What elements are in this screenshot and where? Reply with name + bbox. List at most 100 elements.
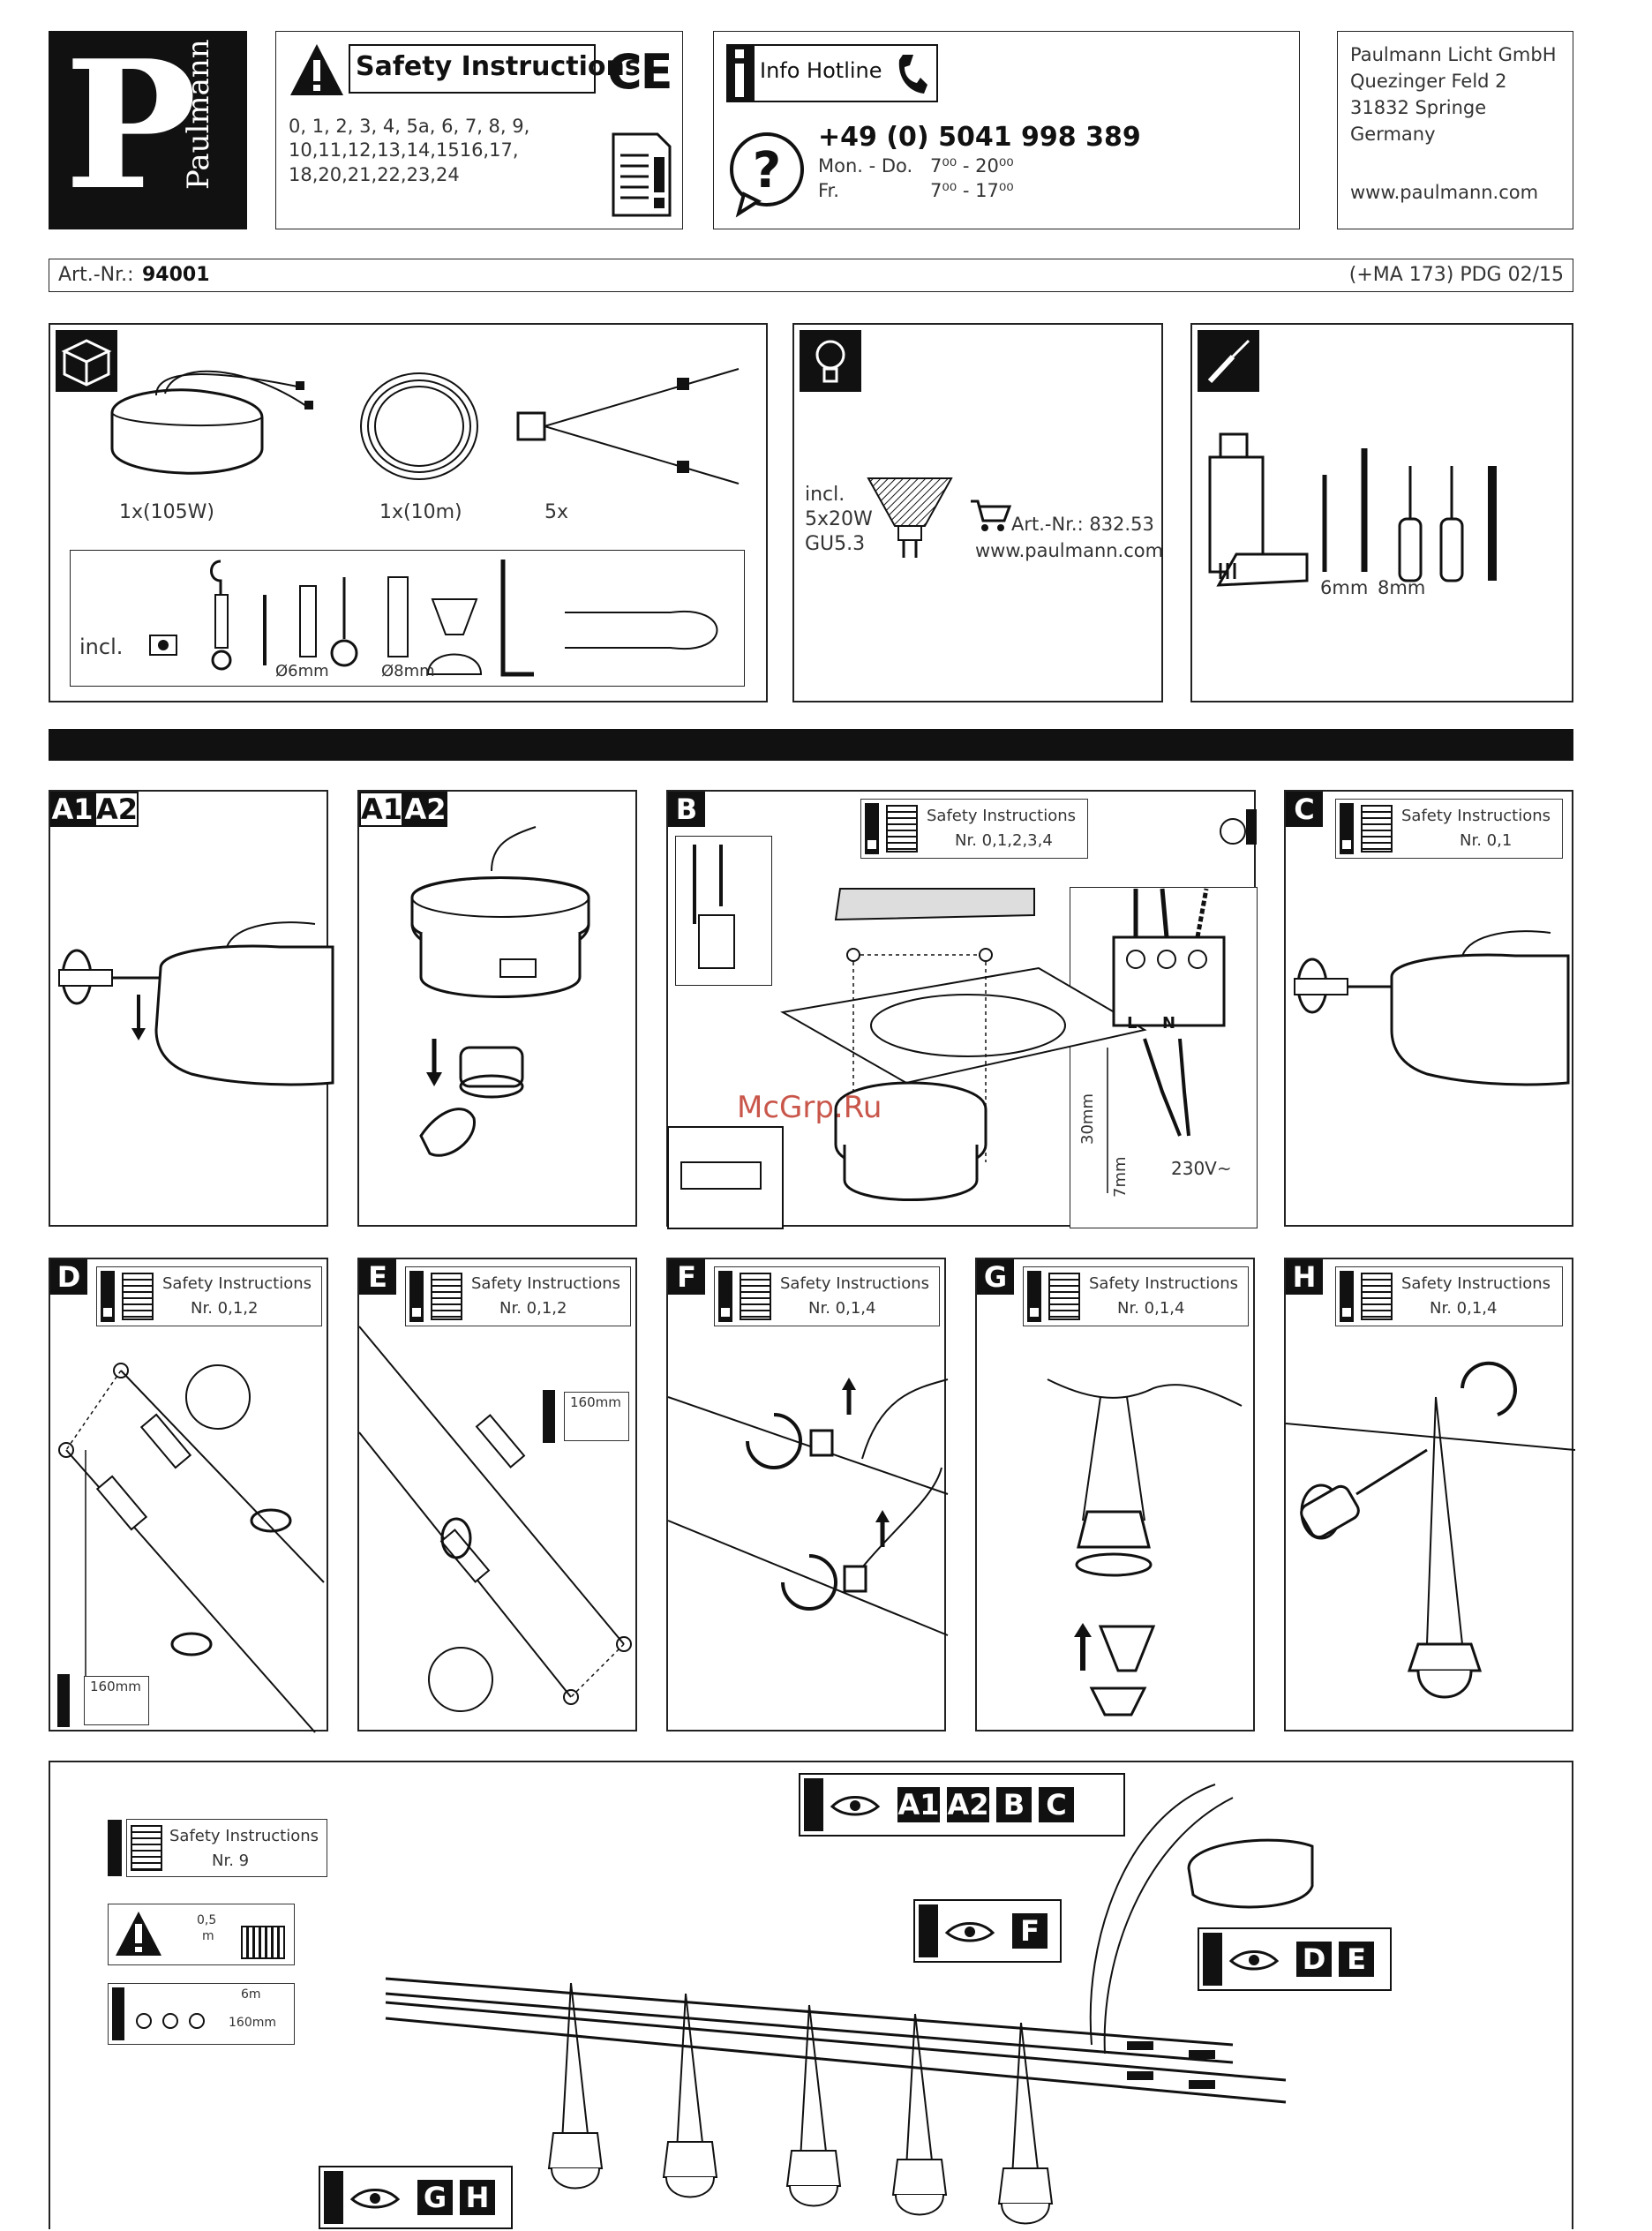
transformer-drawing bbox=[110, 370, 313, 475]
ce-mark: CE bbox=[607, 44, 673, 100]
step-d-safety-ref: Safety Instructions Nr. 0,1,2 bbox=[96, 1266, 322, 1326]
step-a1-drawing bbox=[58, 921, 334, 1086]
overview-si-nr: Nr. 9 bbox=[212, 1852, 250, 1870]
cart-icon bbox=[971, 500, 1012, 531]
step-b-7mm: 7mm bbox=[1111, 1156, 1130, 1198]
overview-distance-box: 0,5 m bbox=[108, 1904, 295, 1965]
lamp-incl: incl. bbox=[805, 484, 845, 506]
step-f-label: F bbox=[668, 1259, 705, 1295]
eye-icon bbox=[944, 1922, 995, 1942]
step-a1-label: A1 bbox=[50, 792, 94, 827]
step-b-si-title: Safety Instructions bbox=[927, 807, 1077, 825]
section-divider bbox=[49, 729, 1573, 761]
overview-ref-g: G bbox=[417, 2180, 453, 2215]
step-e-label: E bbox=[359, 1259, 396, 1295]
step-g-safety-ref: Safety Instructions Nr. 0,1,4 bbox=[1023, 1266, 1249, 1326]
step-f-si-title: Safety Instructions bbox=[780, 1274, 930, 1293]
step-c-si-title: Safety Instructions bbox=[1401, 807, 1551, 825]
package-contents-panel: 1x(105W) 1x(10m) 5x incl. Ø6mm Ø bbox=[49, 323, 768, 702]
step-h-safety-ref: Safety Instructions Nr. 0,1,4 bbox=[1335, 1266, 1563, 1326]
drill-8mm-label: 8mm bbox=[1378, 577, 1426, 598]
step-d-drawing bbox=[58, 1363, 325, 1733]
overview-ref-c: C bbox=[1039, 1787, 1074, 1822]
step-e-spacing-box: 160mm bbox=[564, 1392, 629, 1441]
step-b-terminal-n: N bbox=[1162, 1014, 1176, 1033]
overview-system-drawing bbox=[385, 1784, 1314, 2225]
box-icon bbox=[56, 330, 117, 392]
step-g-si-title: Safety Instructions bbox=[1089, 1274, 1239, 1293]
overview-ref-d: D bbox=[1296, 1942, 1332, 1977]
overview-ref-a1a2bc: A1 A2 B C bbox=[799, 1773, 1125, 1837]
article-bar: Art.-Nr.: 94001 (+MA 173) PDG 02/15 bbox=[49, 259, 1573, 292]
overview-dist-m: m bbox=[202, 1929, 214, 1943]
brand-logo: P Paulmann bbox=[49, 31, 247, 229]
eye-icon bbox=[349, 2189, 401, 2209]
step-d-label: D bbox=[50, 1259, 87, 1295]
overview-ref-de: D E bbox=[1198, 1927, 1392, 1991]
step-c-label: C bbox=[1286, 792, 1323, 827]
safety-title: Safety Instructions bbox=[356, 51, 641, 82]
step-b-voltage: 230V~ bbox=[1171, 1158, 1232, 1179]
logo-letter: P bbox=[64, 22, 198, 229]
step-b-panel: B Safety Instructions Nr. 0,1,2,3,4 L N … bbox=[666, 790, 1258, 1229]
step-e-si-title: Safety Instructions bbox=[471, 1274, 621, 1293]
step-c-drawing bbox=[1294, 930, 1570, 1086]
step-g-si-nr: Nr. 0,1,4 bbox=[1117, 1299, 1185, 1318]
step-f-panel: F Safety Instructions Nr. 0,1,4 bbox=[666, 1258, 949, 1731]
step-d-si-title: Safety Instructions bbox=[162, 1274, 312, 1293]
info-icon bbox=[726, 44, 753, 102]
drill-6mm-label: 6mm bbox=[1320, 577, 1369, 598]
step-a2-panel: A1 A2 bbox=[357, 790, 637, 1227]
step-c-panel: C Safety Instructions Nr. 0,1 bbox=[1284, 790, 1573, 1227]
overview-ref-a2: A2 bbox=[947, 1787, 989, 1822]
screwdriver-icon bbox=[1198, 330, 1259, 392]
step-e-si-nr: Nr. 0,1,2 bbox=[499, 1299, 567, 1318]
overview-ref-gh: G H bbox=[319, 2166, 513, 2229]
hotline-phone: +49 (0) 5041 998 389 bbox=[818, 122, 1141, 153]
logo-name: Paulmann bbox=[181, 39, 216, 190]
phone-icon bbox=[898, 55, 927, 94]
step-f-si-nr: Nr. 0,1,4 bbox=[808, 1299, 876, 1318]
lamp-art-number: Art.-Nr.: 832.53 bbox=[1011, 514, 1154, 535]
svg-text:?: ? bbox=[753, 142, 781, 199]
address-country: Germany bbox=[1350, 124, 1436, 145]
overview-ref-f: F bbox=[913, 1899, 1062, 1963]
step-g-label: G bbox=[977, 1259, 1014, 1295]
hotline-days-1: Mon. - Do. bbox=[818, 155, 913, 177]
cable-coil-drawing bbox=[360, 372, 478, 480]
eye-icon bbox=[830, 1796, 881, 1816]
overview-dist-05: 0,5 bbox=[197, 1913, 217, 1927]
dowel-6mm-label: Ø6mm bbox=[275, 662, 329, 680]
step-a2-drawing bbox=[410, 826, 590, 1157]
transformer-qty: 1x(105W) bbox=[119, 501, 214, 523]
dowel-8mm-label: Ø8mm bbox=[381, 662, 435, 680]
overview-ref-b: B bbox=[996, 1787, 1032, 1822]
info-hotline-box: Info Hotline ? +49 (0) 5041 998 389 Mon.… bbox=[713, 31, 1300, 229]
step-b-30mm: 30mm bbox=[1078, 1093, 1097, 1145]
step-c-safety-ref: Safety Instructions Nr. 0,1 bbox=[1335, 799, 1563, 859]
overview-si-title: Safety Instructions bbox=[169, 1827, 319, 1845]
step-e-drawing bbox=[358, 1326, 632, 1712]
overview-ref-a1: A1 bbox=[897, 1787, 940, 1822]
watermark: McGrp.Ru bbox=[737, 1090, 882, 1125]
address-web[interactable]: www.paulmann.com bbox=[1350, 182, 1539, 203]
overview-6m: 6m bbox=[241, 1987, 261, 2002]
step-d-panel: D Safety Instructions Nr. 0,1,2 160mm bbox=[49, 1258, 328, 1733]
address-box: Paulmann Licht GmbH Quezinger Feld 2 318… bbox=[1337, 31, 1573, 229]
hotline-days-2: Fr. bbox=[818, 180, 839, 201]
gu53-lamp-drawing bbox=[867, 477, 953, 558]
lamp-web[interactable]: www.paulmann.com bbox=[975, 540, 1164, 561]
hotline-hours-2: 7⁰⁰ - 17⁰⁰ bbox=[930, 180, 1014, 201]
overview-safety-ref: Safety Instructions Nr. 9 bbox=[126, 1819, 327, 1877]
step-h-si-nr: Nr. 0,1,4 bbox=[1430, 1299, 1498, 1318]
step-e-panel: E Safety Instructions Nr. 0,1,2 160mm bbox=[357, 1258, 637, 1731]
safety-instructions-box: Safety Instructions CE 0, 1, 2, 3, 4, 5a… bbox=[275, 31, 683, 229]
step-g-panel: G Safety Instructions Nr. 0,1,4 bbox=[975, 1258, 1255, 1731]
cable-qty: 1x(10m) bbox=[379, 501, 462, 523]
address-company: Paulmann Licht GmbH bbox=[1350, 44, 1557, 65]
step-f-safety-ref: Safety Instructions Nr. 0,1,4 bbox=[714, 1266, 940, 1326]
hotline-title: Info Hotline bbox=[760, 58, 882, 83]
step-b-label: B bbox=[668, 792, 705, 827]
step-g-drawing bbox=[1047, 1378, 1243, 1716]
lamp-qty: 5x20W bbox=[805, 508, 873, 530]
